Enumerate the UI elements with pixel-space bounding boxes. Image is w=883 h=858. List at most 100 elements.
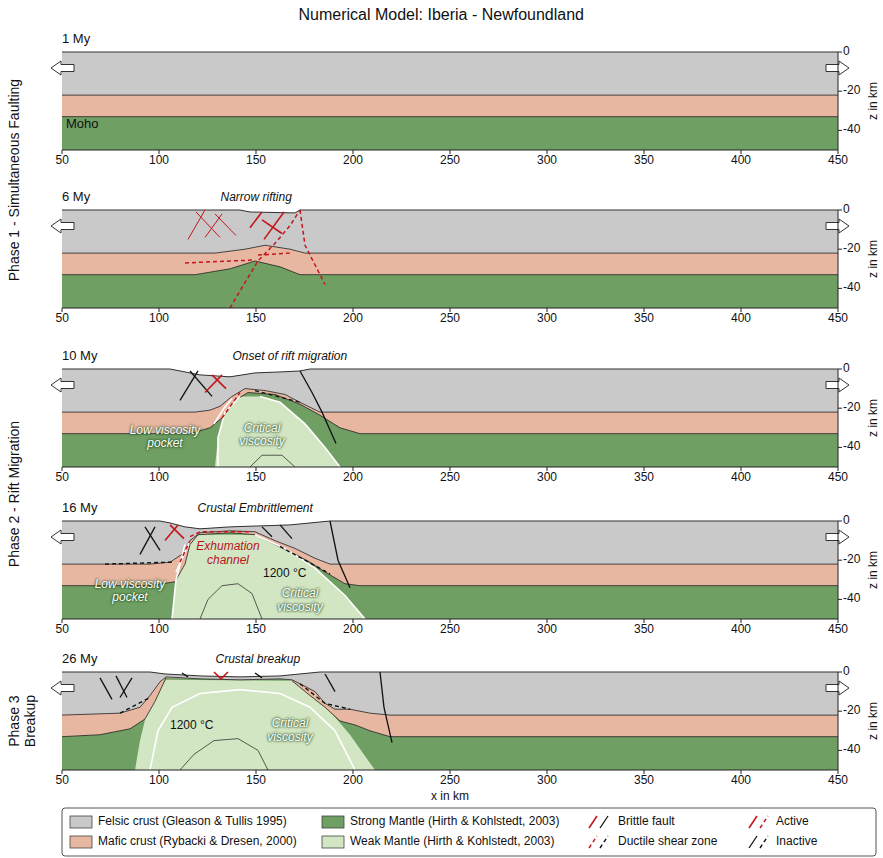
- zone-label: Critical viscosity: [232, 422, 292, 450]
- z-tick-label: 0: [843, 362, 850, 376]
- layer-boundary: [62, 533, 838, 586]
- isotherm-label: 1200 °C: [170, 719, 214, 733]
- active-shear-zone: [230, 210, 300, 308]
- figure-title: Numerical Model: Iberia - Newfoundland: [299, 6, 584, 24]
- x-tick-label: 100: [149, 312, 169, 326]
- strong-mantle: [62, 369, 838, 467]
- panel-axes: [62, 521, 842, 623]
- legend-label: Felsic crust (Gleason & Tullis 1995): [98, 815, 287, 829]
- x-tick-label: 300: [537, 154, 557, 168]
- legend-swatch: [322, 836, 344, 848]
- zone-label: Critical viscosity: [270, 587, 330, 615]
- z-axis-line: [838, 52, 839, 150]
- x-tick-label: 400: [731, 774, 751, 788]
- axis-title: z in km: [867, 240, 881, 278]
- z-tick-label: 0: [843, 665, 850, 679]
- model-panel: [62, 672, 838, 770]
- tick-mark: [838, 52, 842, 53]
- strong-mantle: [62, 521, 838, 619]
- stage-annotation: Crustal breakup: [216, 653, 301, 667]
- z-tick-label: -40: [843, 123, 860, 137]
- z-tick-label: -40: [843, 281, 860, 295]
- tick-mark: [838, 711, 842, 712]
- inactive-shear-zone: [255, 391, 300, 403]
- active-fault: [205, 214, 222, 238]
- x-tick-label: 350: [634, 774, 654, 788]
- critical-viscosity-line: [255, 535, 365, 619]
- x-tick-label: 200: [343, 774, 363, 788]
- tick-mark: [838, 521, 842, 522]
- graphic: [70, 816, 344, 848]
- tick-mark: [838, 369, 842, 370]
- phase-label: Phase 3 Breakup: [6, 690, 38, 752]
- legend-label: Active: [776, 815, 809, 829]
- legend-label: Ductile shear zone: [618, 835, 717, 849]
- layer-boundary: [62, 531, 838, 564]
- topography-line: [62, 52, 838, 53]
- x-tick-label: 350: [634, 154, 654, 168]
- z-tick-label: -40: [843, 743, 860, 757]
- active-fault: [215, 214, 236, 236]
- tick-mark: [838, 288, 842, 289]
- active-fault: [205, 375, 222, 393]
- inactive-shear-zone: [300, 684, 350, 709]
- axis-title: z in km: [867, 702, 881, 740]
- axis-title: z in km: [867, 399, 881, 437]
- z-tick-label: -40: [843, 592, 860, 606]
- felsic-crust: [62, 210, 838, 253]
- inactive-fault: [180, 371, 198, 400]
- layer-boundary: [62, 116, 838, 117]
- x-tick-label: 100: [149, 774, 169, 788]
- x-tick-label: 400: [731, 154, 751, 168]
- x-tick-label: 400: [731, 623, 751, 637]
- x-tick-label: 150: [246, 623, 266, 637]
- x-tick-label: 50: [56, 471, 69, 485]
- phase-label: Phase 1 - Simultaneous Faulting: [6, 79, 22, 281]
- extension-arrow: [51, 219, 74, 233]
- x-tick-label: 300: [537, 471, 557, 485]
- inactive-fault: [255, 673, 262, 678]
- x-tick-label: 250: [440, 774, 460, 788]
- panel-axes: [62, 210, 842, 312]
- tick-mark: [838, 408, 842, 409]
- x-tick-label: 300: [537, 623, 557, 637]
- inactive-fault: [380, 672, 392, 743]
- legend-label: Weak Mantle (Hirth & Kohlstedt, 2003): [350, 835, 555, 849]
- axes: [62, 52, 842, 774]
- inactive-fault: [262, 527, 272, 537]
- z-tick-label: 0: [843, 203, 850, 217]
- legend-label: Mafic crust (Rybacki & Dresen, 2000): [98, 835, 297, 849]
- layer-boundary: [62, 245, 838, 253]
- legend-swatch: [322, 816, 344, 828]
- active-fault: [212, 375, 226, 389]
- inactive-fault: [330, 521, 350, 588]
- layer-boundary: [62, 261, 838, 275]
- inactive-fault: [145, 527, 160, 551]
- inactive-fault: [749, 836, 757, 848]
- z-tick-label: -20: [843, 242, 860, 256]
- x-tick-label: 100: [149, 154, 169, 168]
- legend-label: Brittle fault: [618, 815, 675, 829]
- felsic-crust: [62, 521, 838, 564]
- inactive-fault: [190, 371, 212, 396]
- active-fault: [170, 525, 184, 539]
- active-shear-zone: [185, 260, 255, 263]
- x-tick-label: 450: [828, 312, 848, 326]
- legend-swatch: [70, 836, 92, 848]
- active-shear-zone: [760, 816, 768, 828]
- layer-boundary: [62, 389, 838, 413]
- extension-arrow: [51, 530, 74, 544]
- topography-line: [62, 210, 838, 213]
- mafic-crust: [62, 521, 838, 586]
- isotherm-line: [250, 455, 295, 467]
- inactive-fault: [182, 673, 188, 677]
- active-shear-zone: [300, 210, 325, 284]
- x-tick-label: 50: [56, 312, 69, 326]
- inactive-fault: [300, 371, 336, 444]
- model-panel: [62, 521, 838, 619]
- inactive-fault: [120, 678, 132, 698]
- tick-mark: [838, 210, 842, 211]
- active-fault: [264, 212, 284, 239]
- panel-axes: [62, 672, 842, 774]
- z-tick-label: -20: [843, 704, 860, 718]
